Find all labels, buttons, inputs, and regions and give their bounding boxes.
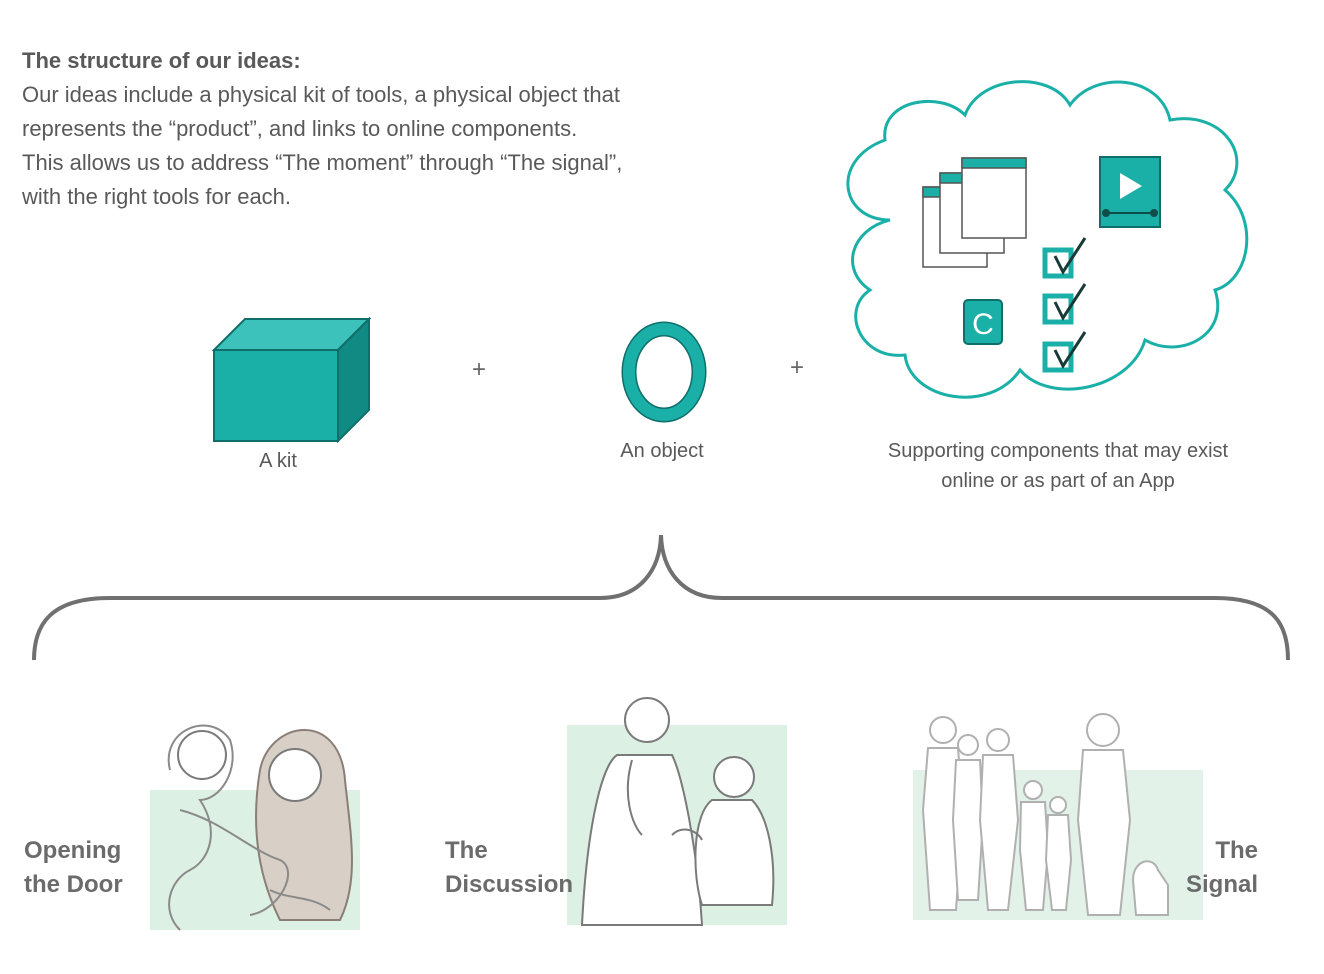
kit-cube-icon	[211, 316, 372, 444]
kit-label: A kit	[259, 450, 297, 472]
app-c-letter: C	[972, 308, 994, 341]
discussion-label: The Discussion	[445, 834, 573, 902]
checklist-icon	[1042, 237, 1087, 373]
opening-door-label: Opening the Door	[24, 834, 123, 902]
intro-line-4: with the right tools for each.	[22, 184, 292, 209]
discussion-illustration	[567, 697, 787, 926]
video-player-icon	[1099, 156, 1161, 228]
curly-brace	[32, 534, 1290, 661]
app-c-icon: C	[963, 299, 1003, 345]
documents-icon	[922, 157, 1027, 268]
opening-door-line1: Opening	[24, 837, 122, 864]
plus-sign-2: +	[790, 354, 805, 381]
opening-door-illustration	[150, 724, 360, 931]
signal-label: The Signal	[1186, 834, 1258, 902]
signal-illustration	[913, 713, 1203, 920]
discussion-line2: Discussion	[445, 871, 574, 898]
intro-block: The structure of our ideas: Our ideas in…	[22, 44, 782, 214]
signal-line1: The	[1215, 837, 1259, 864]
intro-title: The structure of our ideas:	[22, 48, 301, 73]
intro-line-2: represents the “product”, and links to o…	[22, 116, 578, 141]
object-ring-icon	[621, 321, 707, 423]
supporting-label-line1: Supporting components that may exist	[887, 440, 1229, 462]
supporting-label-line2: online or as part of an App	[941, 470, 1175, 492]
object-label: An object	[620, 440, 704, 462]
plus-sign-1: +	[472, 356, 487, 383]
opening-door-line2: the Door	[24, 871, 123, 898]
intro-line-3: This allows us to address “The moment” t…	[22, 150, 623, 175]
intro-line-1: Our ideas include a physical kit of tool…	[22, 82, 620, 107]
signal-line2: Signal	[1186, 871, 1259, 898]
discussion-line1: The	[445, 837, 488, 864]
